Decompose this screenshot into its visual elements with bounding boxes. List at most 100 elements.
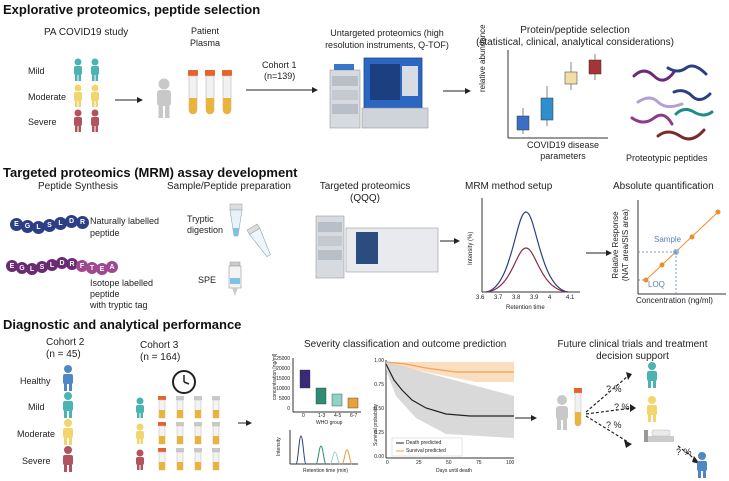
- cohort3-samples: [136, 396, 220, 471]
- boxplot-box-4: [588, 54, 602, 80]
- spe-label: SPE: [198, 275, 217, 285]
- violin-y-tick: 25000: [276, 356, 290, 362]
- targeted-label: Targeted proteomics (QQQ): [319, 181, 411, 204]
- violin-y-tick: 0: [287, 406, 290, 412]
- mrm-peak-isotope: [485, 247, 569, 293]
- intensity-y-label: Intensity: [276, 437, 282, 456]
- group-label-severe: Severe: [28, 117, 57, 127]
- mrm-x-tick: 3.9: [530, 295, 539, 301]
- calibration-point-4: [715, 209, 721, 215]
- boxplot-chart: [507, 50, 608, 139]
- boxplot-box-1: [516, 108, 530, 134]
- survival-chart: [385, 360, 514, 459]
- calibration-point-2: [659, 262, 665, 268]
- arrow-icon: [246, 87, 318, 93]
- plasma-tubes-icon: [188, 70, 232, 115]
- violin-chart: [292, 358, 361, 413]
- peptide-bead: S: [43, 219, 56, 232]
- qqq-instrument-icon: [315, 215, 439, 279]
- survival-y-tick: 1.00: [374, 358, 384, 364]
- q-mark-4: ? %: [676, 447, 692, 457]
- survival-x-tick: 50: [446, 460, 452, 466]
- q-mark-2: ? %: [614, 402, 630, 412]
- violin-box: [299, 369, 311, 389]
- violin-y-label: concentration [ng/ml]: [272, 353, 278, 400]
- violin-y-tick: 20000: [276, 366, 290, 372]
- patient-group-icons: [74, 58, 99, 132]
- violin-y-tick: 10000: [276, 386, 290, 392]
- peptide-bead: S: [36, 261, 48, 273]
- survival-y-tick: 0.00: [374, 454, 384, 460]
- selection-label: Protein/peptide selection (statistical, …: [476, 25, 674, 48]
- sample-tube-icon: [212, 396, 220, 419]
- violin-x-tick: 6-7: [350, 413, 358, 419]
- q-mark-3: ? %: [606, 420, 622, 430]
- person-icon-severe: [136, 449, 144, 470]
- mrm-x-label: Retention time: [506, 305, 545, 311]
- peptide-bead: R: [76, 216, 89, 229]
- person-icon-severe: [63, 446, 73, 472]
- person-icon-healthy: [63, 365, 73, 391]
- cohort3-label: Cohort 3: [140, 340, 179, 351]
- group3-label-mild: Mild: [28, 402, 45, 412]
- intensity-peak-3: [329, 451, 341, 465]
- mrm-label: MRM method setup: [465, 181, 553, 192]
- person-icon-mild: [647, 362, 657, 388]
- sample-prep-icons: [228, 203, 271, 296]
- survival-x-tick: 100: [506, 460, 515, 466]
- arrow-icon: [443, 88, 471, 94]
- patient-plasma-label: Patient Plasma: [189, 26, 220, 48]
- tube-icon: [574, 388, 582, 427]
- arrow-icon: [515, 415, 537, 421]
- cohort1-label: Cohort 1: [262, 60, 297, 70]
- person-icon-mild: [136, 397, 144, 418]
- arrow-icon: [440, 238, 460, 244]
- violin-x-label: WHO group: [316, 420, 343, 426]
- group3-label-moderate: Moderate: [17, 429, 56, 439]
- group-label-mild: Mild: [28, 66, 45, 76]
- cohort2-n: (n = 45): [46, 349, 81, 360]
- eppendorf-icon: [246, 223, 271, 257]
- boxplot-box-3: [564, 62, 578, 90]
- peptide-bead: G: [21, 220, 34, 233]
- sample-label: Sample: [654, 235, 682, 244]
- person-icon-severe-1: [74, 109, 82, 132]
- person-icon-moderate: [136, 423, 144, 444]
- survival-y-tick: 0.25: [374, 430, 384, 436]
- absolute-label: Absolute quantification: [613, 181, 714, 192]
- peptide-bead: L: [54, 217, 67, 230]
- violin-y-tick: 5000: [278, 396, 290, 402]
- group3-label-healthy: Healthy: [20, 376, 51, 386]
- peptide-synthesis-label: Peptide Synthesis: [38, 181, 119, 192]
- cohort2-label: Cohort 2: [46, 337, 85, 348]
- untargeted-label: Untargeted proteomics (high resolution i…: [325, 28, 449, 50]
- section3-title: Diagnostic and analytical performance: [3, 317, 242, 332]
- sample-tube-icon: [194, 422, 202, 445]
- mrm-y-label: Intensity (%): [468, 231, 474, 265]
- person-icon-moderate: [63, 419, 73, 445]
- calibration-point-3: [689, 234, 695, 240]
- sample-tube-icon: [176, 396, 184, 419]
- intensity-chart: [289, 430, 358, 465]
- sample-tube-icon: [194, 448, 202, 471]
- loq-label: LOQ: [648, 280, 665, 289]
- mrm-peak-natural: [485, 211, 569, 293]
- future-decision-diagram: [556, 362, 707, 478]
- peptide-bead: F: [76, 260, 88, 272]
- peptide-bead: D: [65, 215, 78, 228]
- sample-tube-icon: [158, 422, 166, 445]
- quant-y-label: Relative Response (NAT area/SIS area): [611, 208, 630, 282]
- cohort1-n: (n=139): [264, 71, 296, 81]
- tube-icon: [229, 203, 243, 237]
- patient-icon: [157, 78, 171, 118]
- person-icon-mild-2: [91, 58, 99, 81]
- person-icon-mild-1: [74, 58, 82, 81]
- sample-tube-icon: [158, 396, 166, 419]
- survival-x-tick: 25: [416, 460, 422, 466]
- cohort2-person-icons: [63, 365, 73, 472]
- sample-tube-icon: [176, 422, 184, 445]
- person-icon-severe-2: [91, 109, 99, 132]
